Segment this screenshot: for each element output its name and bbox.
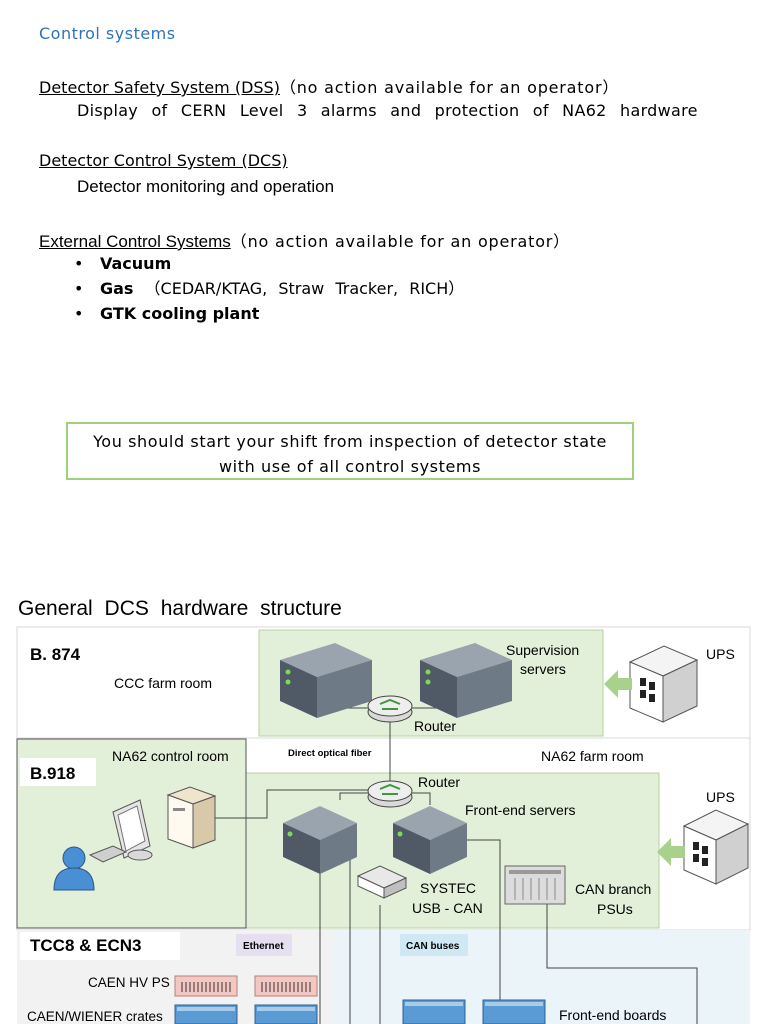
ups-top-label: UPS (706, 646, 735, 662)
external-systems-list: •Vacuum •Gas （CEDAR/KTAG, Straw Tracker,… (74, 254, 464, 329)
power-arrow-icon (657, 838, 685, 866)
dss-description: Display of CERN Level 3 alarms and prote… (77, 101, 698, 120)
tcc8-label-bg (20, 932, 180, 960)
bullet-icon: • (74, 279, 84, 298)
can-buses-label: CAN buses (406, 941, 460, 952)
b918-label-bg (20, 758, 96, 786)
front-end-board-icon (482, 999, 546, 1024)
diagram-title: General DCS hardware structure (18, 597, 342, 620)
usb-can-adapter-icon (356, 865, 408, 899)
shift-note-line2: with use of all control systems (218, 457, 482, 476)
dcs-hardware-diagram: B. 874 CCC farm room B.918 NA62 control … (16, 626, 751, 1024)
caen-hv-ps-icon (254, 975, 318, 997)
dcs-description: Detector monitoring and operation (77, 177, 335, 196)
list-item: •GTK cooling plant (74, 304, 260, 323)
list-item: •Vacuum (74, 254, 172, 273)
dss-block: Detector Safety System (DSS)（no action a… (39, 74, 619, 98)
external-note: （no action available for an operator） (230, 232, 570, 251)
router-mid-label: Router (418, 774, 460, 790)
systec-label-1: SYSTEC (420, 880, 476, 896)
ethernet-connections (215, 690, 461, 1024)
ethernet-label: Ethernet (243, 941, 284, 952)
b918-label: B.918 (30, 764, 75, 783)
front-end-servers-label: Front-end servers (465, 802, 575, 818)
shift-note-line1: You should start your shift from inspect… (93, 432, 607, 451)
bullet-icon: • (74, 254, 84, 273)
front-end-board-icon (402, 999, 466, 1024)
front-end-boards-label: Front-end boards (559, 1007, 666, 1023)
supervision-servers-label-2: servers (520, 661, 566, 677)
dss-note: （no action available for an operator） (279, 78, 620, 97)
supervision-servers-label-1: Supervision (506, 642, 579, 658)
ethernet-tag (236, 934, 292, 956)
list-item: •Gas （CEDAR/KTAG, Straw Tracker, RICH） (74, 279, 465, 298)
dcs-heading: Detector Control System (DCS) (39, 151, 288, 170)
psu-crate-icon (504, 865, 566, 905)
dss-heading: Detector Safety System (DSS) (39, 78, 280, 97)
shift-note-box: You should start your shift from inspect… (66, 422, 634, 480)
ups-icon (628, 645, 699, 723)
na62-farm-room-label: NA62 farm room (541, 748, 644, 764)
pc-tower-icon (166, 786, 217, 849)
direct-optical-fiber-label: Direct optical fiber (288, 748, 372, 759)
external-heading: External Control Systems (39, 232, 231, 251)
router-top-label: Router (414, 718, 456, 734)
router-icon (367, 695, 413, 723)
keyboard-icon (88, 845, 128, 863)
bullet-icon: • (74, 304, 84, 323)
user-icon (53, 846, 95, 891)
crate-icon (254, 1004, 318, 1024)
supervision-server-icon (280, 643, 372, 718)
supervision-server-icon (420, 643, 512, 718)
front-end-server-icon (283, 806, 357, 874)
section-title: Control systems (39, 24, 176, 43)
monitor-icon (112, 799, 153, 861)
can-branch-label-2: PSUs (597, 901, 633, 917)
power-arrow-icon (604, 670, 632, 698)
b874-label: B. 874 (30, 645, 81, 664)
external-block: External Control Systems（no action avail… (39, 228, 570, 252)
can-buses-tag (400, 934, 468, 956)
router-icon (367, 780, 413, 808)
caen-hv-ps-label: CAEN HV PS (88, 975, 170, 990)
crate-icon (174, 1004, 238, 1024)
caen-wiener-crates-label: CAEN/WIENER crates (27, 1009, 163, 1024)
ups-icon (682, 809, 750, 885)
tcc8-label: TCC8 & ECN3 (30, 936, 141, 955)
ccc-farm-room-label: CCC farm room (114, 675, 212, 691)
front-end-server-icon (393, 806, 467, 874)
systec-label-2: USB - CAN (412, 900, 483, 916)
can-branch-label-1: CAN branch (575, 881, 651, 897)
can-connections (379, 839, 698, 1024)
na62-control-room-label: NA62 control room (112, 748, 229, 764)
ups-mid-label: UPS (706, 789, 735, 805)
caen-hv-ps-icon (174, 975, 238, 997)
